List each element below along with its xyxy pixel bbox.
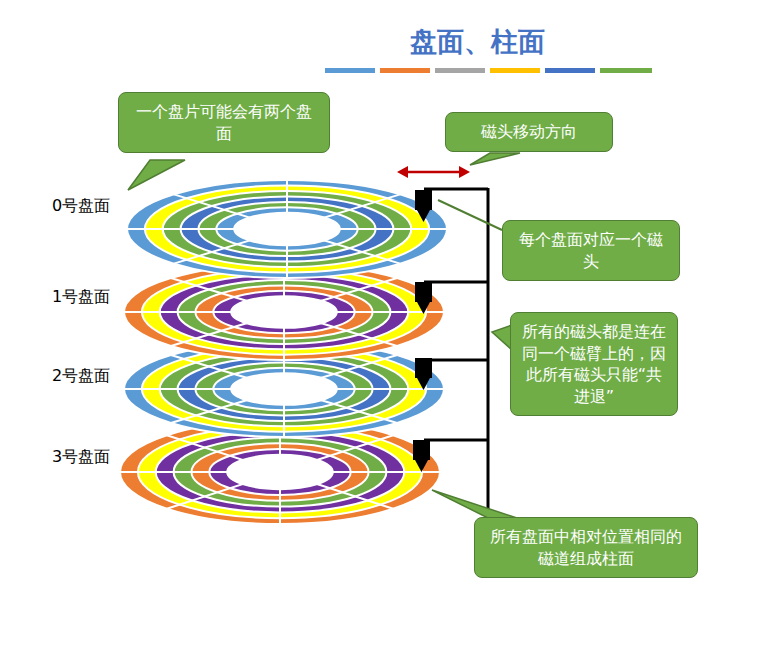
callout-text: 每个盘面对应一个磁头 (513, 229, 669, 272)
surface-label: 3号盘面 (52, 447, 110, 468)
platters (120, 180, 447, 524)
callout-box: 每个盘面对应一个磁头 (502, 220, 680, 281)
callout-box: 所有的磁头都是连在同一个磁臂上的，因此所有磁头只能“共进退” (510, 312, 678, 416)
heads (413, 190, 432, 472)
callout-box: 所有盘面中相对位置相同的磁道组成柱面 (474, 517, 698, 578)
callout-text: 一个盘片可能会有两个盘面 (129, 101, 319, 144)
callout-box: 磁头移动方向 (445, 112, 613, 152)
head-arm (424, 188, 488, 512)
callout-text: 所有盘面中相对位置相同的磁道组成柱面 (485, 526, 687, 569)
direction-arrow (397, 166, 470, 178)
callout-text: 磁头移动方向 (456, 121, 602, 143)
surface-label: 1号盘面 (52, 287, 110, 308)
callout-tails (128, 153, 520, 519)
surface-label: 0号盘面 (52, 196, 110, 217)
title-bar (325, 68, 652, 73)
title: 盘面、柱面 (410, 24, 545, 60)
callout-text: 所有的磁头都是连在同一个磁臂上的，因此所有磁头只能“共进退” (521, 321, 667, 407)
surface-label: 2号盘面 (52, 366, 110, 387)
callout-box: 一个盘片可能会有两个盘面 (118, 92, 330, 153)
